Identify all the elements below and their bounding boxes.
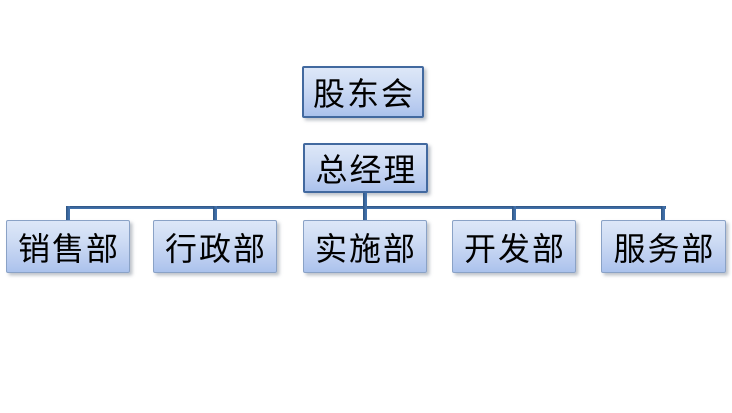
- org-node-implementation-dept-label: 实施部: [314, 230, 417, 267]
- org-node-administration-dept[interactable]: 行政部: [153, 220, 277, 273]
- org-node-administration-dept-label: 行政部: [164, 230, 267, 267]
- org-node-general-manager-label: 总经理: [315, 152, 418, 188]
- connector-drop-admin: [213, 206, 217, 220]
- connector-drop-service: [661, 206, 665, 220]
- org-node-general-manager[interactable]: 总经理: [303, 143, 428, 193]
- connector-drop-sales: [66, 206, 70, 220]
- org-node-development-dept-label: 开发部: [463, 230, 566, 267]
- org-node-sales-dept[interactable]: 销售部: [6, 220, 130, 273]
- org-node-shareholders-label: 股东会: [312, 76, 415, 112]
- org-node-implementation-dept[interactable]: 实施部: [303, 220, 427, 273]
- connector-trunk: [363, 193, 367, 209]
- connector-drop-dev: [512, 206, 516, 220]
- org-node-service-dept-label: 服务部: [613, 230, 716, 267]
- connector-drop-impl: [363, 206, 367, 220]
- org-node-service-dept[interactable]: 服务部: [601, 220, 726, 273]
- org-node-development-dept[interactable]: 开发部: [452, 220, 576, 273]
- org-node-sales-dept-label: 销售部: [17, 230, 120, 267]
- org-node-shareholders[interactable]: 股东会: [302, 66, 424, 118]
